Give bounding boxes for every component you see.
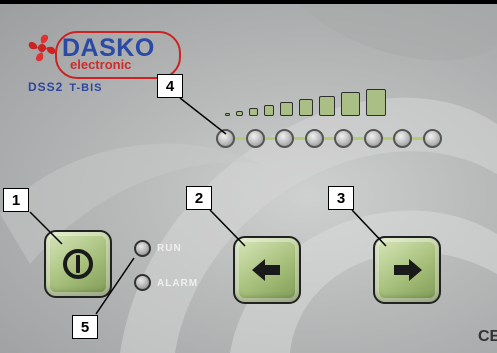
callout-level: 4 (157, 74, 183, 98)
speed-led (422, 129, 442, 148)
level-bar (341, 92, 360, 116)
run-label: RUN (157, 243, 182, 254)
arrow-left-icon (252, 259, 280, 281)
right-arrow-button[interactable] (373, 236, 441, 304)
alarm-label: ALARM (157, 278, 199, 289)
power-icon (63, 249, 93, 279)
level-bar (298, 98, 314, 116)
level-bar (225, 113, 230, 116)
alarm-led (134, 274, 151, 291)
level-bar (248, 107, 258, 116)
level-bar (236, 110, 243, 116)
speed-led (304, 129, 324, 148)
speed-led (334, 129, 353, 148)
level-bar (263, 104, 275, 116)
level-indicator-bars (225, 88, 451, 116)
arrow-right-icon (394, 259, 422, 281)
speed-led (245, 129, 265, 148)
brand-name: DASKO (62, 34, 155, 62)
power-button[interactable] (44, 230, 112, 298)
speed-led (216, 129, 235, 148)
speed-led (275, 129, 294, 148)
callout-power: 1 (3, 188, 29, 212)
callout-status: 5 (72, 315, 98, 339)
model-label: DSS2 (28, 80, 64, 94)
callout-right: 3 (328, 186, 354, 210)
speed-led (363, 129, 383, 148)
left-arrow-button[interactable] (233, 236, 301, 304)
model-name: DSS2 T-BIS (28, 80, 102, 94)
level-bar (319, 95, 336, 116)
speed-led-row (216, 129, 446, 149)
run-led (134, 240, 151, 257)
ce-mark: CE (478, 328, 497, 345)
speed-led (393, 129, 412, 148)
level-bar (365, 89, 386, 116)
callout-left: 2 (186, 186, 212, 210)
logo-ring (55, 31, 181, 79)
led-connector (222, 137, 440, 140)
fan-logo-icon (28, 34, 56, 62)
level-bar (280, 101, 293, 116)
control-panel: DASKO electronic DSS2 T-BIS RUN ALARM CE (0, 4, 497, 353)
model-sub-label: T-BIS (69, 82, 103, 94)
brand-subtitle: electronic (70, 57, 132, 72)
